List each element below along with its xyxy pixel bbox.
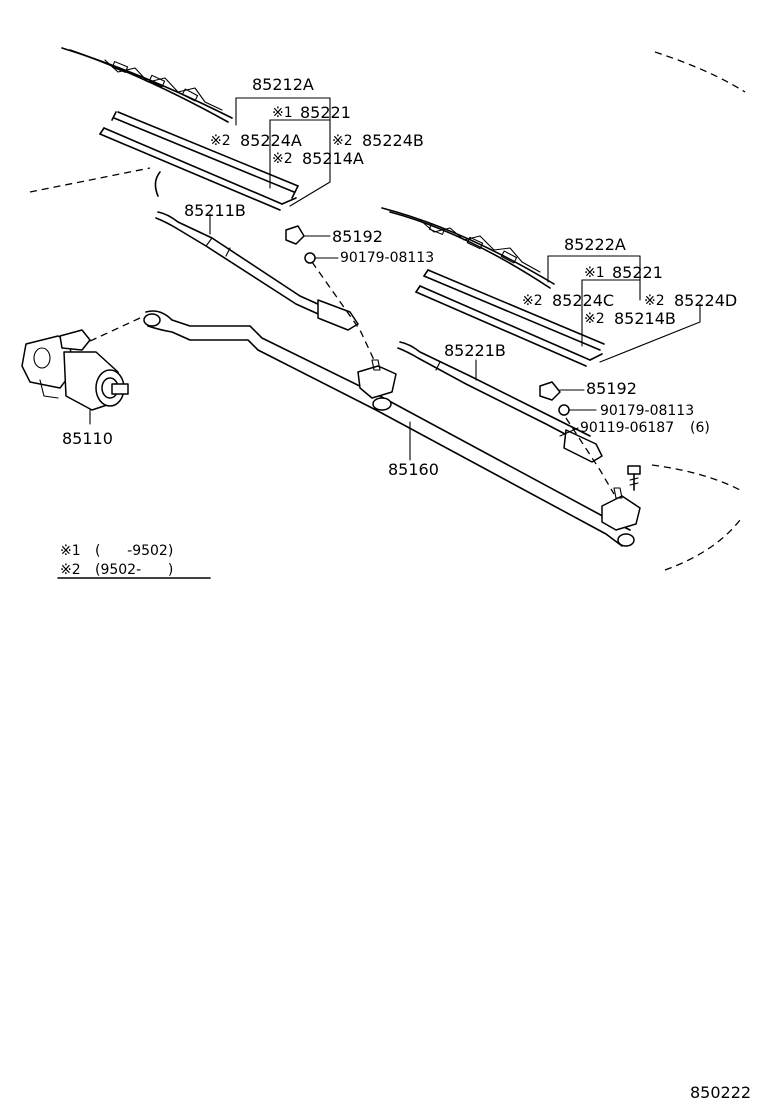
right-nut-icon — [558, 404, 570, 416]
right-wiper-blade — [381, 207, 555, 289]
left-wiper-blade — [61, 47, 233, 123]
callout-85222A: 85222A — [564, 235, 626, 254]
right-wiper-arm — [397, 341, 603, 463]
legend-row1-mark: ※1 — [60, 543, 81, 559]
callout-85192-left: 85192 — [332, 227, 383, 246]
right-assembly-dash — [565, 417, 615, 495]
callout-90179-right: 90179-08113 — [600, 403, 694, 419]
mark-note2-85214A: ※2 — [272, 151, 293, 167]
mark-note2-85224A: ※2 — [210, 133, 231, 149]
callout-85224A: 85224A — [240, 131, 302, 150]
left-nut-icon — [304, 252, 316, 264]
callout-85224C: 85224C — [552, 291, 614, 310]
legend-row1-range: ( -9502) — [95, 543, 173, 559]
callout-85221-right: 85221 — [612, 263, 663, 282]
mark-note2-85224D: ※2 — [644, 293, 665, 309]
left-assembly-dash — [311, 261, 375, 361]
callout-85214B: 85214B — [614, 309, 676, 328]
callout-85224D: 85224D — [674, 291, 737, 310]
mark-note2-85224B: ※2 — [332, 133, 353, 149]
legend-row2-range: (9502- ) — [95, 562, 173, 578]
mark-note1-right: ※1 — [584, 265, 605, 281]
wiper-linkage — [143, 310, 641, 547]
callout-85110: 85110 — [62, 429, 113, 448]
windshield-outline — [29, 51, 746, 571]
left-blade-rubber — [99, 111, 299, 211]
callout-85221-left: 85221 — [300, 103, 351, 122]
mark-note2-85214B: ※2 — [584, 311, 605, 327]
left-callout-lines — [235, 97, 331, 207]
callout-90119: 90119-06187 — [580, 420, 674, 436]
callout-85224B: 85224B — [362, 131, 424, 150]
right-cap-icon — [539, 381, 561, 401]
bolt-icon — [627, 465, 641, 491]
left-cap-icon — [285, 225, 305, 245]
callout-85212A: 85212A — [252, 75, 314, 94]
legend-row2-mark: ※2 — [60, 562, 81, 578]
leader-90119 — [559, 427, 579, 437]
mark-note1-left: ※1 — [272, 105, 293, 121]
right-callout-lines — [547, 255, 701, 363]
callout-85192-right: 85192 — [586, 379, 637, 398]
applicability-legend: ※1 ( -9502) ※2 (9502- ) — [57, 543, 211, 579]
callout-85211B: 85211B — [184, 201, 246, 220]
callout-90179-left: 90179-08113 — [340, 250, 434, 266]
callout-85221B: 85221B — [444, 341, 506, 360]
callout-90119-qty: (6) — [690, 420, 710, 436]
wiper-motor-icon — [21, 329, 129, 411]
callout-85160: 85160 — [388, 460, 439, 479]
callout-85214A: 85214A — [302, 149, 364, 168]
left-wiper-arm — [155, 211, 359, 331]
mark-note2-85224C: ※2 — [522, 293, 543, 309]
right-blade-rubber — [415, 269, 605, 367]
figure-code: 850222 — [690, 1083, 751, 1102]
motor-link-dash — [87, 317, 141, 343]
